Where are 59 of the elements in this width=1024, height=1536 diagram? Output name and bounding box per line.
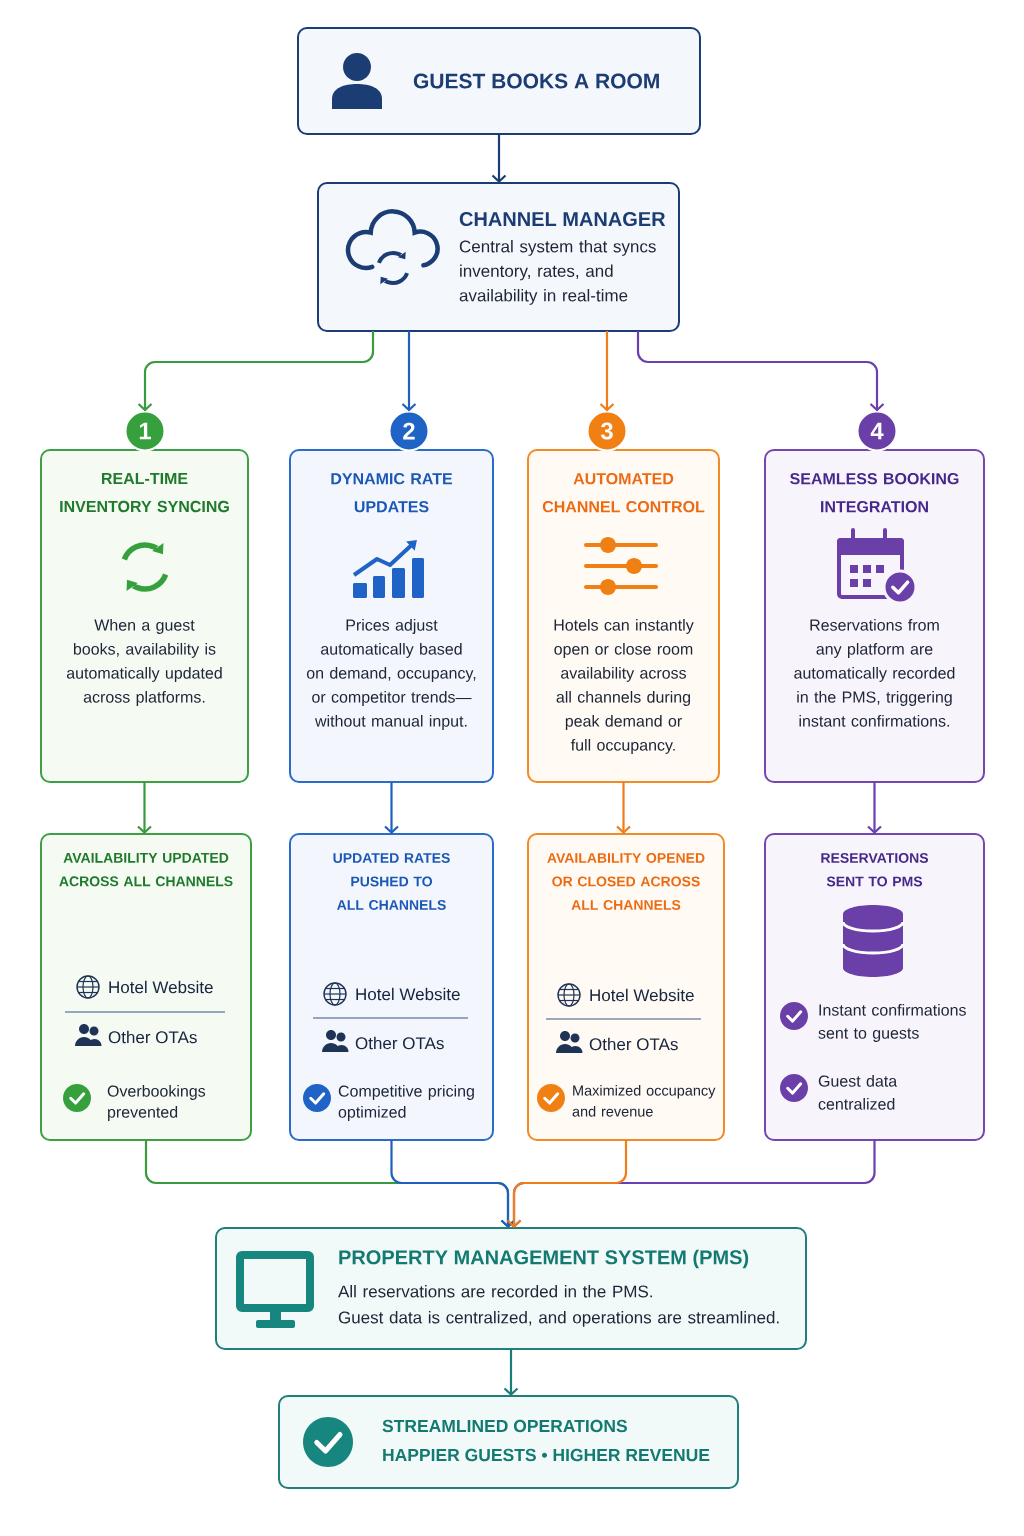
feature-card [289, 449, 494, 783]
list-item: Hotel Website [109, 980, 213, 994]
system-box [215, 1227, 807, 1350]
description: All reservations are recorded in the PMS. [338, 1285, 652, 1298]
heading: RESERVATIONS SENT TO PMS [821, 853, 929, 887]
heading: SEAMLESS BOOKING INTEGRATION [790, 473, 959, 513]
check-item: Competitive pricing optimized [338, 1085, 474, 1121]
description: Hotels can instantly open or close room availability across all channels during peak demand or full occupancy. [554, 619, 694, 754]
result-card [289, 833, 494, 1141]
feature-card [40, 449, 249, 783]
arrow [401, 331, 417, 412]
list-item: Other OTAs [108, 1030, 197, 1044]
heading: GUEST BOOKS A ROOM [413, 73, 659, 89]
number-badge: 3 [586, 410, 628, 452]
description: Reservations from any platform are automatically recorded in the PMS, triggering instant confirmations. [794, 619, 955, 727]
list-item: Hotel Website [590, 988, 694, 1002]
heading: CHANNEL MANAGER [459, 211, 666, 227]
arrow [137, 782, 152, 834]
arrow [636, 331, 885, 412]
tagline: HAPPIER GUESTS • HIGHER REVENUE [383, 1448, 710, 1462]
number-badge: 2 [388, 410, 430, 452]
description: Central system that syncs inventory, rates, and availability in real-time [459, 240, 656, 305]
description: Prices adjust automatically based on demand, occupancy, or competitor trends—without manual input. [306, 619, 476, 730]
result-card [527, 833, 725, 1141]
list-item: Other OTAs [355, 1036, 444, 1050]
heading: AUTOMATED CHANNEL CONTROL [542, 473, 705, 513]
heading: AVAILABILITY UPDATED ACROSS ALL CHANNELS [59, 853, 233, 887]
list-item: Other OTAs [589, 1037, 678, 1051]
arrow [390, 1140, 516, 1228]
list-item: Hotel Website [356, 987, 460, 1001]
feature-card [527, 449, 720, 783]
heading: UPDATED RATES PUSHED TO ALL CHANNELS [333, 853, 450, 910]
arrow [599, 331, 615, 412]
feature-card [764, 449, 985, 783]
arrow [503, 1349, 519, 1396]
description: When a guest books, availability is automatically updated across platforms. [66, 619, 222, 706]
outcome-box [278, 1395, 739, 1489]
arrow [506, 1140, 628, 1228]
result-card [764, 833, 985, 1141]
heading: AVAILABILITY OPENED OR CLOSED ACROSS ALL CHANNELS [547, 853, 705, 910]
heading: REAL-TIME INVENTORY SYNCING [60, 473, 229, 513]
system-box [317, 182, 680, 332]
number-badge: 1 [124, 410, 166, 452]
heading: PROPERTY MANAGEMENT SYSTEM (PMS) [339, 1249, 749, 1269]
heading: DYNAMIC RATE UPDATES [331, 473, 453, 513]
title-box [297, 27, 701, 135]
check-item: Overbookings prevented [107, 1085, 206, 1121]
arrow [491, 134, 507, 183]
check-item: Maximized occupancy and revenue [572, 1085, 716, 1117]
arrow [384, 782, 399, 834]
check-item: Guest data centralized [818, 1075, 898, 1110]
arrow [137, 331, 375, 412]
tagline: STREAMLINED OPERATIONS [382, 1419, 627, 1433]
arrow [867, 782, 882, 834]
check-item: Instant confirmations sent to guests [818, 1004, 966, 1042]
arrow [616, 782, 631, 834]
result-card [40, 833, 252, 1141]
description: Guest data is centralized, and operations are streamlined. [338, 1311, 779, 1327]
number-badge: 4 [856, 410, 898, 452]
